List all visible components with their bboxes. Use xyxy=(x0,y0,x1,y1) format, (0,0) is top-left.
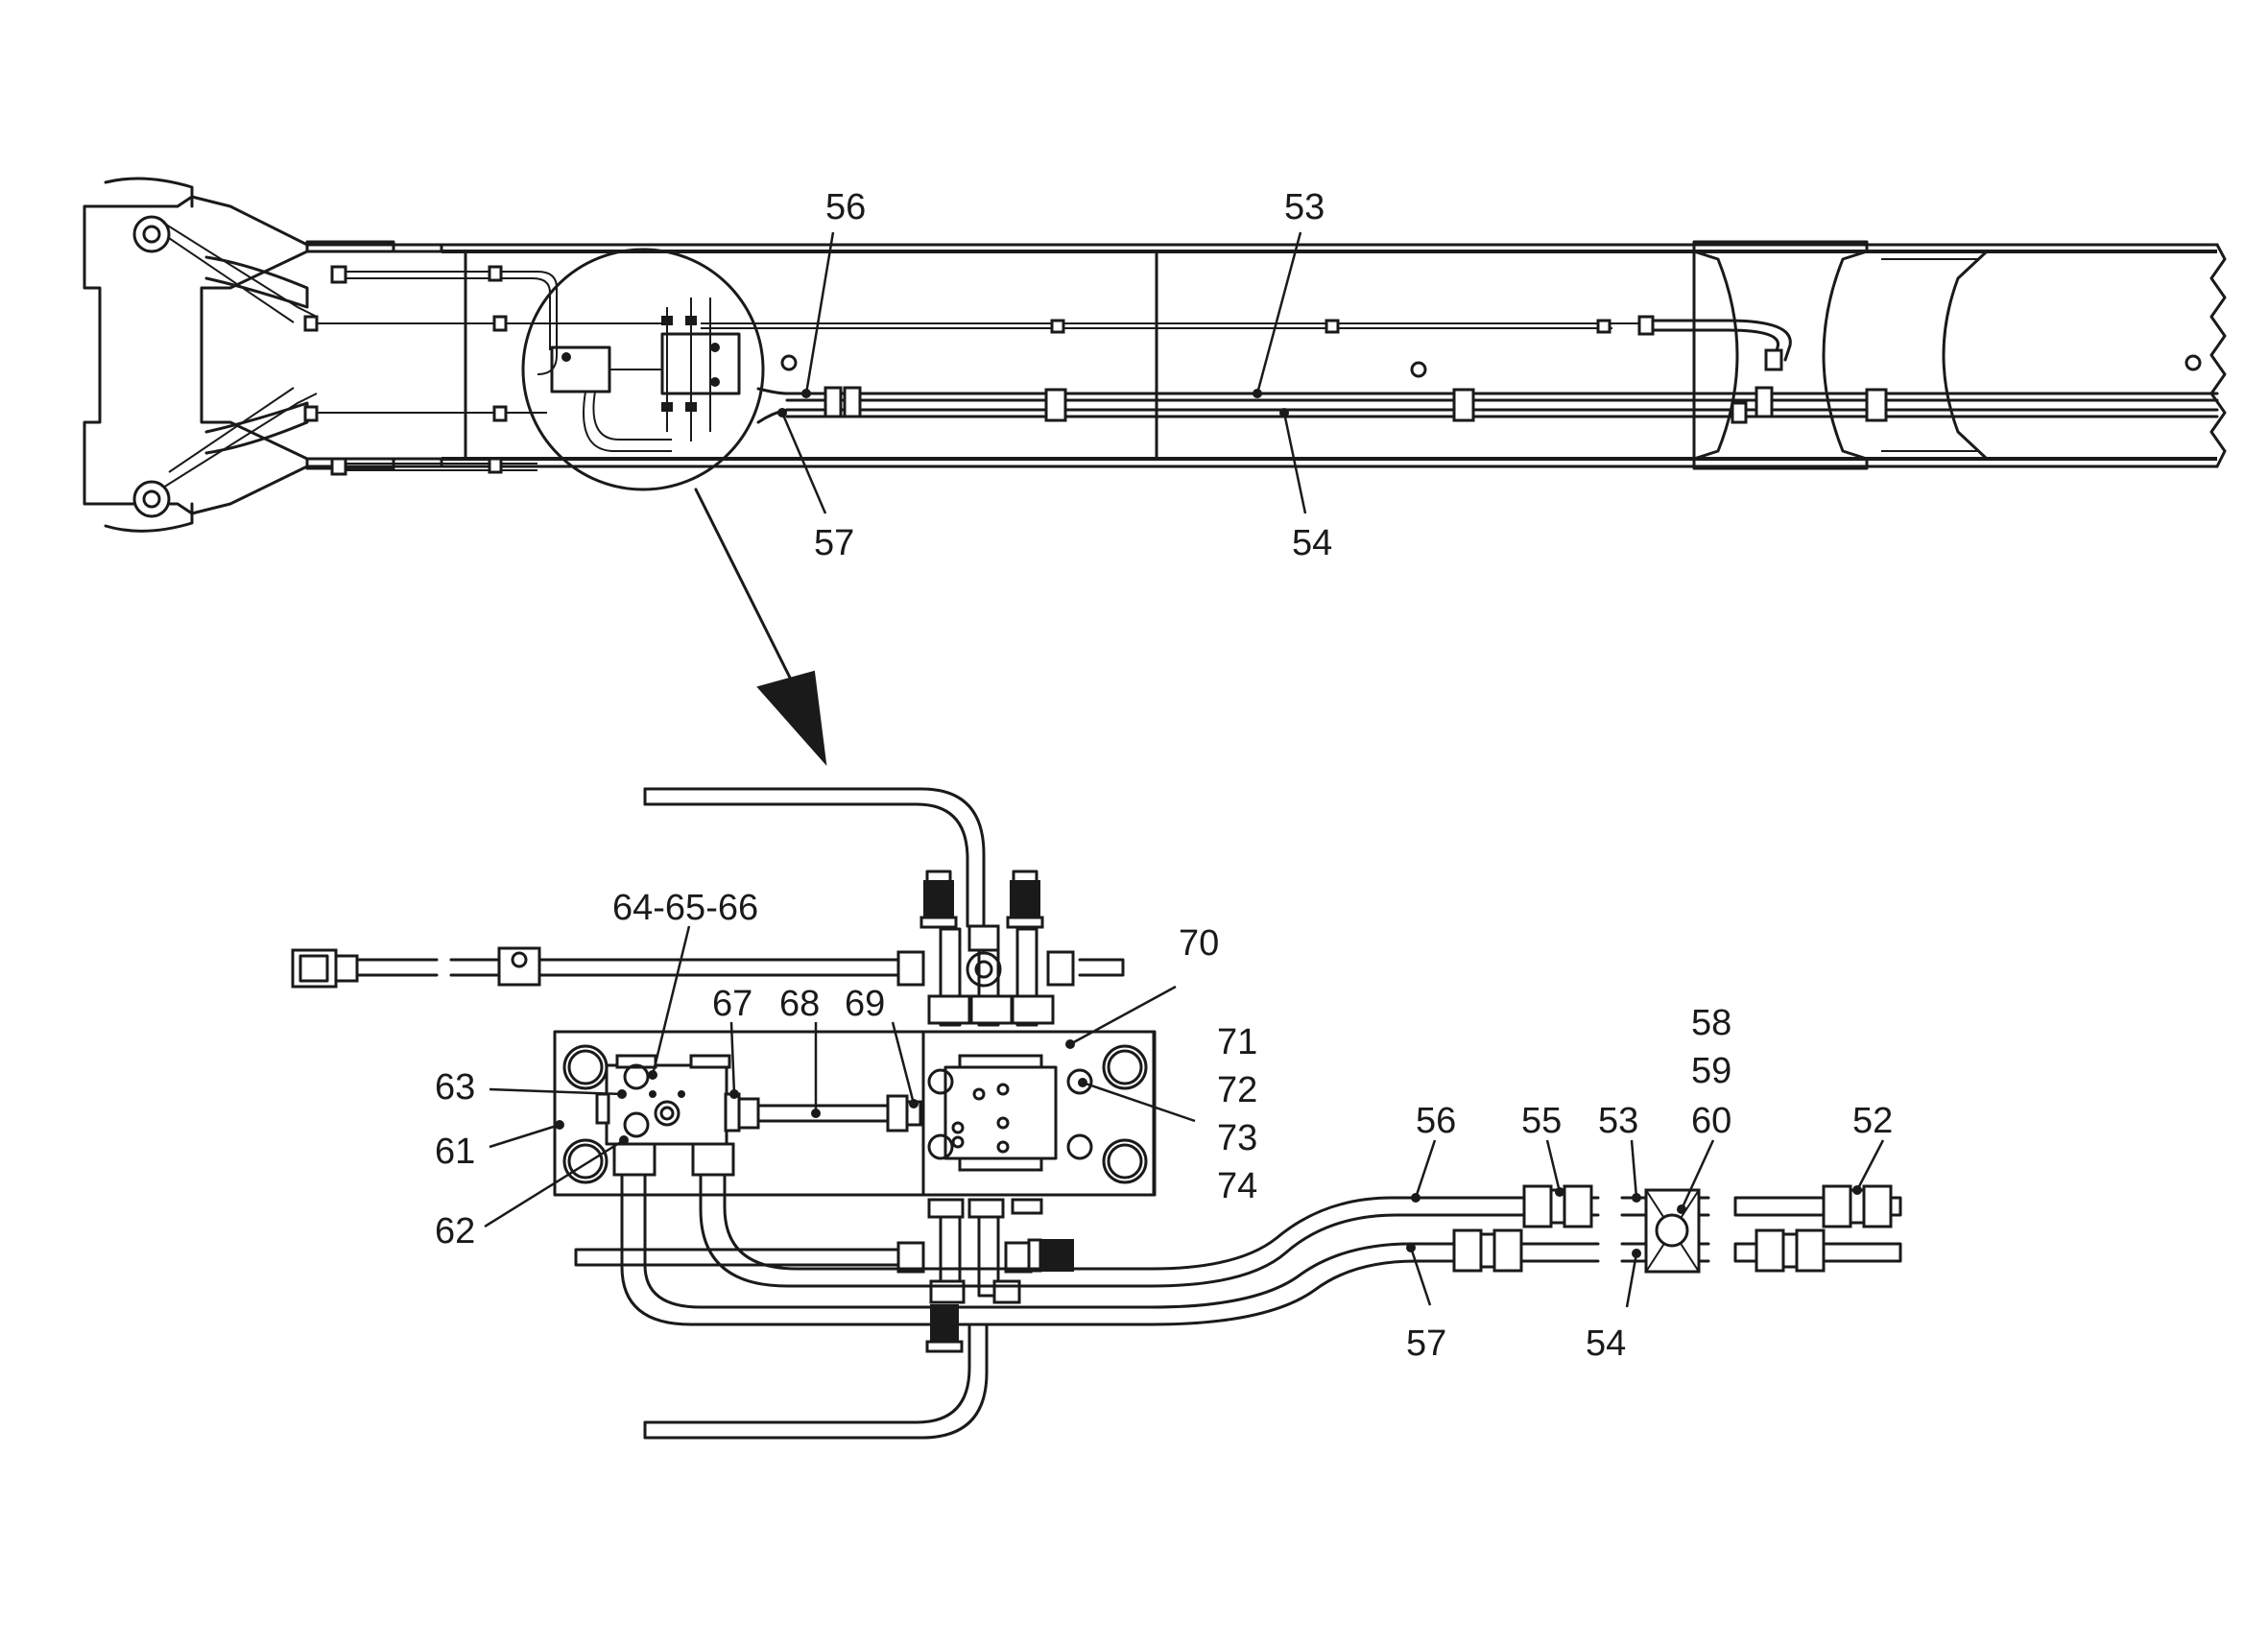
callout-74: 74 xyxy=(1217,1166,1257,1206)
callout-68: 68 xyxy=(779,984,820,1024)
callout-61: 61 xyxy=(435,1132,475,1172)
callout-53-bottom: 53 xyxy=(1598,1101,1638,1141)
callout-69: 69 xyxy=(845,984,885,1024)
callout-56-top: 56 xyxy=(825,187,866,227)
callout-73: 73 xyxy=(1217,1118,1257,1158)
callout-63: 63 xyxy=(435,1067,475,1108)
callout-56-bottom: 56 xyxy=(1416,1101,1456,1141)
callout-62: 62 xyxy=(435,1211,475,1252)
callout-59: 59 xyxy=(1691,1051,1731,1091)
callout-67: 67 xyxy=(712,984,752,1024)
callout-70: 70 xyxy=(1179,923,1219,964)
leader-lines xyxy=(484,231,1885,1308)
callout-71: 71 xyxy=(1217,1022,1257,1062)
callout-72: 72 xyxy=(1217,1070,1257,1110)
callout-54-bottom: 54 xyxy=(1586,1323,1626,1364)
detail-view xyxy=(291,787,1902,1440)
callout-57-top: 57 xyxy=(814,523,854,563)
callout-54-top: 54 xyxy=(1292,523,1332,563)
callout-60: 60 xyxy=(1691,1101,1731,1141)
callout-53-top: 53 xyxy=(1284,187,1325,227)
callout-labels: 56 53 57 54 64-65-66 67 68 69 70 71 72 7… xyxy=(435,187,1893,1364)
callout-55: 55 xyxy=(1521,1101,1562,1141)
callout-64-65-66: 64-65-66 xyxy=(612,888,758,928)
boom-top-view xyxy=(83,177,2227,767)
callout-52: 52 xyxy=(1852,1101,1893,1141)
callout-57-bottom: 57 xyxy=(1406,1323,1446,1364)
callout-58: 58 xyxy=(1691,1003,1731,1043)
